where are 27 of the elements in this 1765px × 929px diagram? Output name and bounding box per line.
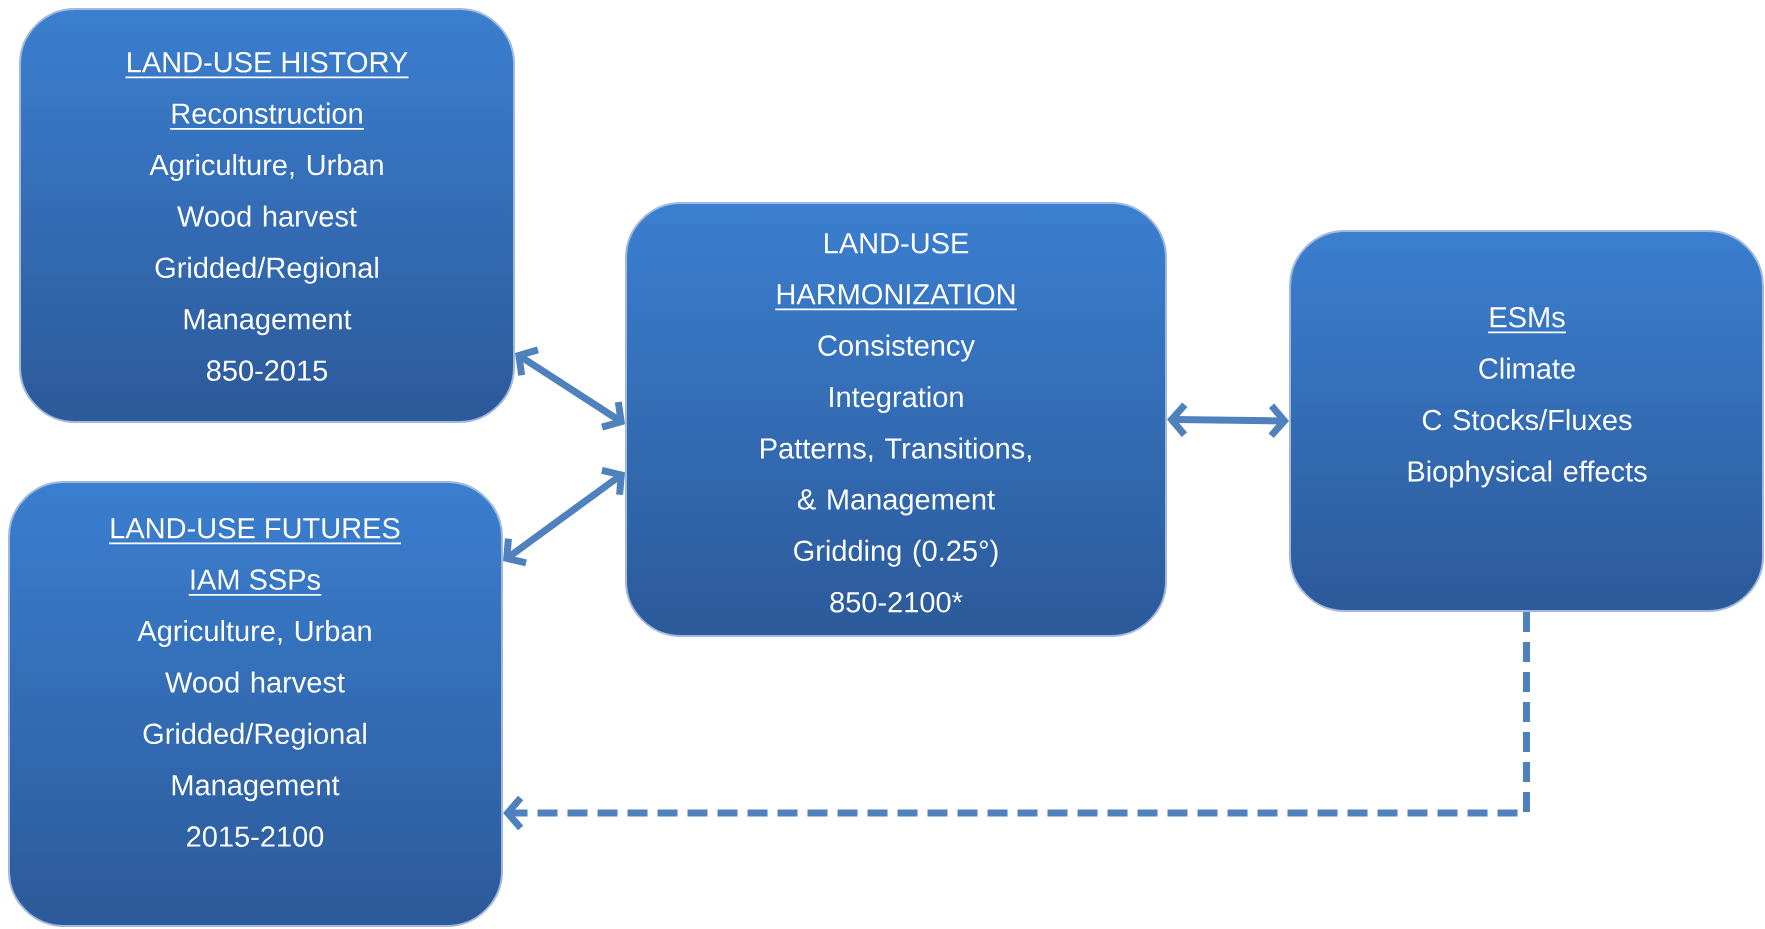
box-text: Management bbox=[172, 775, 340, 802]
box-text: Consistency bbox=[818, 334, 975, 362]
underlined-heading: IAM SSPs bbox=[187, 569, 323, 596]
box-text: Wood harvest bbox=[177, 205, 357, 227]
box-text: C Stocks/Fluxes bbox=[1422, 409, 1632, 431]
box-text: Agriculture, Urban bbox=[149, 154, 383, 181]
arrow bbox=[1167, 402, 1289, 439]
box-text: Wood harvest bbox=[165, 671, 345, 693]
box-text: 2015-2100 bbox=[187, 826, 324, 847]
box-text: Gridded/Regional bbox=[143, 722, 366, 750]
underlined-heading: ESMs bbox=[1487, 306, 1567, 334]
box-text: Agriculture, Urban bbox=[137, 620, 371, 647]
box-text: Gridded/Regional bbox=[155, 256, 378, 284]
box-text: 850-2100* bbox=[830, 591, 963, 613]
underlined-heading: LAND-USE HARMONIZATION bbox=[774, 232, 1018, 311]
box-text: Management bbox=[184, 309, 352, 336]
underlined-heading: LAND-USE FUTURES bbox=[108, 517, 402, 545]
box-text: Biophysical effects bbox=[1408, 460, 1647, 488]
underlined-heading: LAND-USE HISTORY bbox=[124, 51, 410, 79]
box-text: Patterns, Transitions, & Management bbox=[761, 437, 1031, 516]
box-text: Climate bbox=[1479, 357, 1575, 379]
arrow bbox=[503, 467, 625, 567]
box-text: 850-2015 bbox=[207, 360, 328, 381]
box-text: Integration bbox=[830, 386, 963, 413]
arrow bbox=[515, 346, 625, 431]
underlined-heading: Reconstruction bbox=[169, 102, 365, 130]
box-text: Gridding (0.25°) bbox=[794, 539, 998, 567]
